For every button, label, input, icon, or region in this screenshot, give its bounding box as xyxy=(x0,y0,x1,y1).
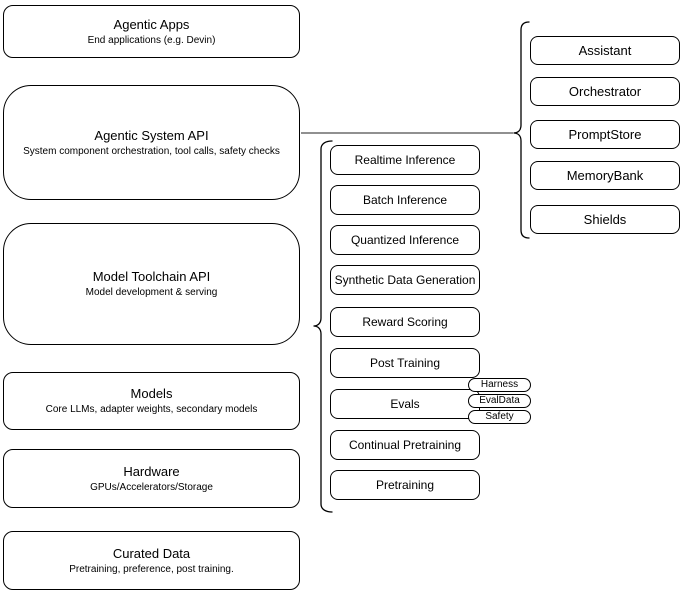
node-title: Agentic System API xyxy=(94,127,209,143)
node-label: Orchestrator xyxy=(568,84,642,99)
node-agentic-apps: Agentic Apps End applications (e.g. Devi… xyxy=(3,5,300,58)
node-model-toolchain-api: Model Toolchain API Model development & … xyxy=(3,223,300,345)
node-label: Synthetic Data Generation xyxy=(334,273,476,287)
node-label: Assistant xyxy=(578,43,632,58)
node-evals: Evals xyxy=(330,389,480,419)
tag-label: Safety xyxy=(485,411,514,422)
node-subtitle: End applications (e.g. Devin) xyxy=(87,34,216,46)
node-agentic-system-api: Agentic System API System component orch… xyxy=(3,85,300,200)
node-title: Model Toolchain API xyxy=(92,269,211,284)
node-title: Curated Data xyxy=(112,545,191,561)
tag-label: EvalData xyxy=(479,395,520,406)
node-title: Hardware xyxy=(123,463,180,479)
node-label: Pretraining xyxy=(375,478,435,492)
node-orchestrator: Orchestrator xyxy=(530,77,680,106)
tag-evaldata: EvalData xyxy=(468,394,531,408)
node-reward-scoring: Reward Scoring xyxy=(330,307,480,337)
node-title: Models xyxy=(130,386,173,401)
node-realtime-inference: Realtime Inference xyxy=(330,145,480,175)
node-memorybank: MemoryBank xyxy=(530,161,680,190)
node-label: Post Training xyxy=(369,356,441,370)
node-post-training: Post Training xyxy=(330,348,480,378)
node-label: MemoryBank xyxy=(566,168,644,183)
node-hardware: Hardware GPUs/Accelerators/Storage xyxy=(3,449,300,508)
node-label: Continual Pretraining xyxy=(348,438,462,452)
tag-label: Harness xyxy=(480,379,519,390)
node-continual-pretraining: Continual Pretraining xyxy=(330,430,480,460)
node-label: Batch Inference xyxy=(362,193,448,207)
node-shields: Shields xyxy=(530,205,680,234)
tag-safety: Safety xyxy=(468,410,531,424)
node-quantized-inference: Quantized Inference xyxy=(330,225,480,255)
node-subtitle: System component orchestration, tool cal… xyxy=(23,145,280,157)
node-label: PromptStore xyxy=(568,127,642,142)
node-label: Realtime Inference xyxy=(354,153,456,167)
node-title: Agentic Apps xyxy=(113,16,190,32)
node-subtitle: GPUs/Accelerators/Storage xyxy=(90,481,213,493)
node-label: Reward Scoring xyxy=(362,315,448,329)
node-assistant: Assistant xyxy=(530,36,680,65)
node-subtitle: Model development & serving xyxy=(85,287,218,298)
node-promptstore: PromptStore xyxy=(530,120,680,149)
tag-harness: Harness xyxy=(468,378,531,392)
node-label: Quantized Inference xyxy=(350,233,460,247)
node-subtitle: Pretraining, preference, post training. xyxy=(69,563,234,575)
node-pretraining: Pretraining xyxy=(330,470,480,500)
toolchain-services-brace xyxy=(313,140,333,513)
node-subtitle: Core LLMs, adapter weights, secondary mo… xyxy=(45,404,258,415)
node-label: Evals xyxy=(390,397,420,411)
system-components-brace xyxy=(513,21,530,239)
node-curated-data: Curated Data Pretraining, preference, po… xyxy=(3,531,300,590)
node-label: Shields xyxy=(583,212,627,227)
node-models: Models Core LLMs, adapter weights, secon… xyxy=(3,372,300,430)
node-batch-inference: Batch Inference xyxy=(330,185,480,215)
node-synthetic-data-generation: Synthetic Data Generation xyxy=(330,265,480,295)
